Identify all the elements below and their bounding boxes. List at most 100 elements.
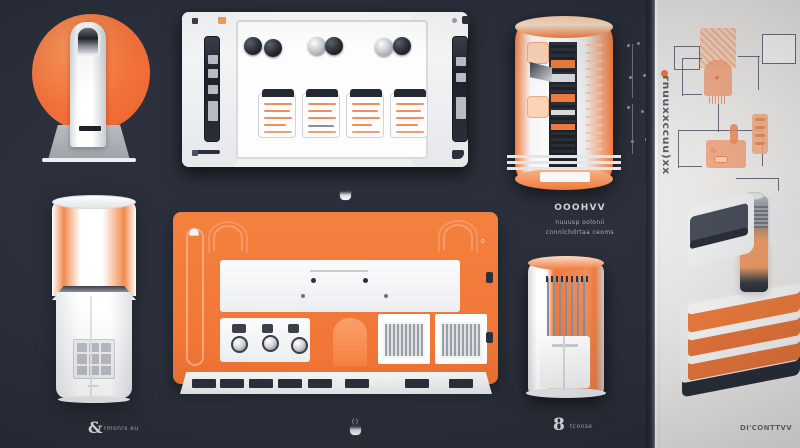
cylinder-caption-title: OOOHVV [554, 203, 606, 213]
tower-head-icon [76, 26, 100, 56]
flow-hopper-nozzles [709, 96, 727, 104]
base-slot-1 [192, 379, 216, 388]
card-header-bar [306, 89, 338, 97]
figure-keypad-tower: mmm [52, 195, 136, 403]
console-display-panel [220, 260, 460, 312]
base-slot-8 [449, 379, 473, 388]
unit-caption: tconse [570, 423, 593, 430]
console-side-marker: o [481, 238, 485, 245]
console-side-clip-2 [486, 332, 493, 343]
rack-led-amber [218, 17, 226, 24]
console-screw-4 [384, 294, 388, 298]
base-slot-7 [405, 379, 429, 388]
rack-dot-b [462, 16, 470, 24]
slat-unit-label-strip [552, 344, 578, 347]
flow-line-7 [718, 130, 762, 132]
cylinder-tray [540, 172, 590, 182]
power-badge-icon [339, 190, 352, 201]
console-port-1[interactable] [232, 324, 246, 333]
rack-knob-6[interactable] [393, 37, 411, 55]
base-slot-2 [220, 379, 244, 388]
flow-line-4 [738, 56, 760, 58]
unit-glyph: 8 [553, 415, 565, 435]
slat-unit-fins [547, 278, 589, 336]
rack-right-strip [452, 36, 468, 142]
tower-orange-shell [52, 200, 136, 296]
slat-unit-grill [546, 276, 590, 282]
tray-plate [770, 183, 800, 249]
console-screw-3 [301, 294, 305, 298]
console-vent-right [440, 322, 482, 358]
card-header-bar [394, 89, 426, 97]
rack-card-1[interactable] [258, 89, 296, 138]
tower-top-cap [52, 195, 136, 209]
console-base-bar [180, 372, 492, 394]
cylinder-cap-top [515, 16, 613, 38]
rack-led-dark [192, 18, 198, 24]
flow-pump-port [714, 156, 728, 163]
base-slot-5 [308, 379, 332, 388]
slat-unit-foot [526, 388, 606, 398]
base-slot-4 [278, 379, 302, 388]
core-chip-5 [551, 124, 575, 130]
flow-line-10 [678, 166, 702, 168]
console-arch-recess [333, 318, 367, 366]
core-chip-4 [551, 110, 575, 115]
card-header-bar [262, 89, 294, 97]
console-side-clip-1 [486, 272, 493, 283]
rack-knob-5[interactable] [375, 38, 393, 56]
flow-line-8 [678, 130, 720, 132]
cylinder-wedge [530, 62, 552, 82]
rack-knob-2[interactable] [264, 39, 282, 57]
cylinder-badge-2 [527, 96, 549, 118]
console-pipe-loop [186, 228, 204, 366]
flow-line-5 [758, 56, 760, 90]
core-chip-3 [551, 94, 575, 102]
cylinder-rail-3 [507, 167, 621, 170]
console-port-3[interactable] [288, 324, 299, 333]
rack-knob-3[interactable] [308, 37, 326, 55]
rack-left-strip [204, 36, 220, 142]
rack-knob-1[interactable] [244, 37, 262, 55]
vertical-label-text: rnuuxxccuu)xx [660, 75, 671, 175]
console-badge-dots: ( ) [352, 419, 358, 425]
cylinder-scale-ticks [586, 44, 602, 164]
flow-pump-neck [730, 124, 738, 144]
console-dial-3[interactable] [291, 337, 308, 354]
core-chip-2 [551, 74, 575, 82]
cylinder-rail-1 [507, 155, 621, 158]
cylinder-caption-line2: cnnnlchdrtaa ceoms [545, 229, 615, 236]
vertical-label-bullet [661, 70, 668, 77]
rack-card-3[interactable] [346, 89, 384, 138]
flow-node-box-left [674, 46, 700, 70]
core-chip-1 [551, 60, 575, 68]
console-screw-2 [363, 278, 368, 283]
rack-card-2[interactable] [302, 89, 340, 138]
tower-keypad[interactable] [73, 339, 115, 379]
flow-hopper-glyph: ◕ [714, 72, 720, 82]
process-flowchart: ◕ ∿ [674, 28, 800, 208]
console-port-2[interactable] [262, 324, 273, 333]
tower-caption: rmonrx eu [104, 425, 139, 432]
cylinder-caption-line1: nuuusp oolonii [555, 219, 605, 226]
rack-corner-tab [452, 150, 464, 159]
flow-line-9 [678, 130, 680, 168]
rack-knob-4[interactable] [325, 37, 343, 55]
rack-dot-a [452, 18, 457, 23]
tower-slot [79, 126, 101, 131]
card-header-bar [350, 89, 382, 97]
tower-base-plate [42, 158, 136, 162]
console-dial-2[interactable] [262, 335, 279, 352]
flow-line-6 [718, 104, 720, 132]
tower-foot-ring [58, 396, 130, 403]
rack-card-4[interactable] [390, 89, 428, 138]
console-dial-1[interactable] [231, 336, 248, 353]
panel-inner-highlight [655, 0, 660, 448]
flow-line-1 [682, 58, 684, 96]
cylinder-rail-2 [507, 161, 621, 164]
power-badge-top [342, 186, 348, 191]
console-vent-left [383, 322, 425, 358]
flow-pump-body [706, 140, 746, 168]
slat-unit-cap [528, 256, 604, 270]
base-slot-3 [249, 379, 273, 388]
